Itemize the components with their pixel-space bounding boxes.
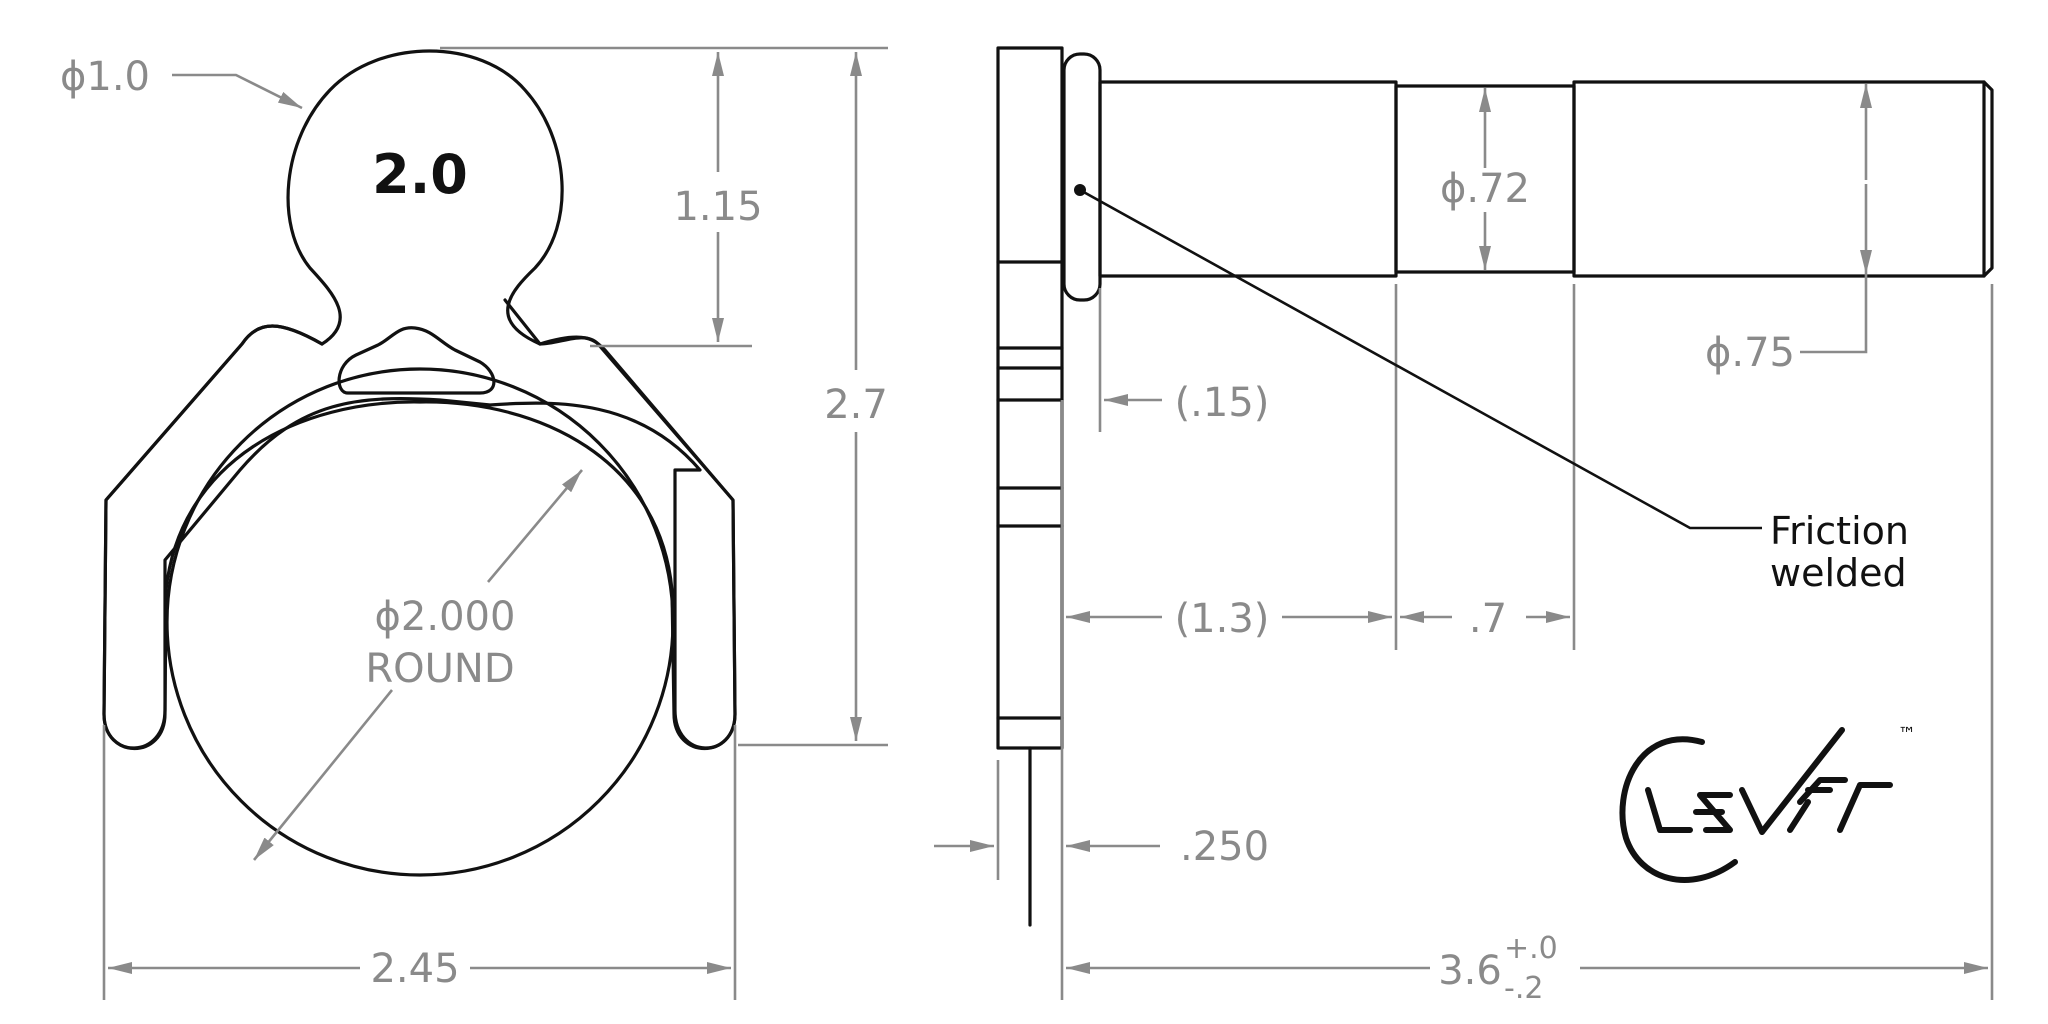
side-view: ϕ.72 ϕ.75 (.15) (1.3) .7 .250 3.6 +.0 -.…	[934, 46, 1994, 1006]
end-diameter-leader	[1800, 184, 1872, 354]
section2-length-label: .7	[1469, 596, 1507, 642]
base-plate	[996, 46, 1064, 750]
tolerance-upper-label: +.0	[1504, 931, 1558, 966]
logo-c-arc	[1619, 736, 1738, 883]
jaw-arc	[164, 400, 674, 592]
weld-collar	[1062, 52, 1102, 302]
weld-note-leader	[1079, 188, 1762, 530]
width-label: 2.45	[370, 946, 459, 992]
mid-diameter-label: ϕ.72	[1440, 166, 1530, 212]
front-view: 2.0 ϕ1.0 1.15 2.7 ϕ2.000 ROUND 2.45	[60, 46, 888, 1000]
bore-shape-label: ROUND	[365, 646, 514, 692]
shaft-section-1	[1098, 80, 1398, 278]
left-arm	[102, 324, 324, 750]
note-line-2: welded	[1770, 551, 1907, 595]
end-diameter-label: ϕ.75	[1705, 330, 1795, 376]
bore-diameter-upper-line	[487, 469, 583, 583]
head-and-neck	[286, 49, 564, 346]
head-diameter-label: ϕ1.0	[60, 54, 150, 100]
slot-tab	[337, 326, 496, 395]
section1-length-label: (1.3)	[1175, 596, 1270, 642]
clever-logo: ™	[1619, 724, 1916, 883]
trademark-symbol: ™	[1898, 724, 1916, 745]
right-arm	[538, 335, 737, 750]
head-height-label: 1.15	[673, 184, 762, 230]
collar-width-label: (.15)	[1175, 380, 1270, 426]
bore-circle	[165, 367, 675, 877]
tolerance-lower-label: -.2	[1504, 971, 1543, 1006]
shaft-section-3	[1572, 80, 1994, 278]
plate-thickness-label: .250	[1180, 824, 1269, 870]
total-height-label: 2.7	[824, 382, 888, 428]
note-line-1: Friction	[1770, 509, 1909, 553]
bore-diameter-label: ϕ2.000	[375, 594, 516, 640]
bore-diameter-lower-line	[252, 689, 394, 861]
size-label: 2.0	[372, 143, 468, 206]
overall-length-label: 3.6	[1438, 948, 1502, 994]
head-diameter-leader	[172, 73, 303, 110]
logo-letters	[1645, 727, 1893, 835]
